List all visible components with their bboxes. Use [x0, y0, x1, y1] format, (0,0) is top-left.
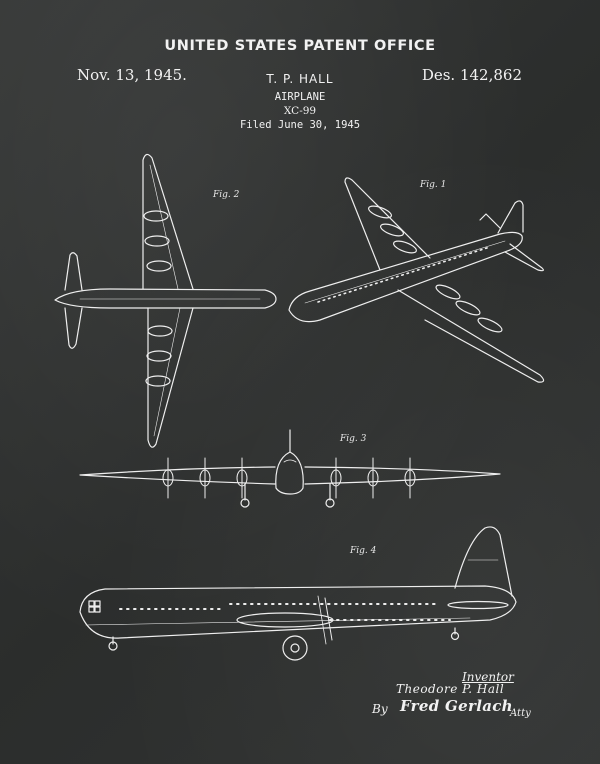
patent-office-title: UNITED STATES PATENT OFFICE	[164, 38, 436, 54]
inventor-signature: Theodore P. Hall	[396, 682, 505, 696]
fig1-perspective-airplane	[288, 177, 545, 383]
fig3-label: Fig. 3	[340, 434, 367, 444]
design-number: Des. 142,862	[421, 66, 522, 84]
fig4-label: Fig. 4	[350, 546, 377, 556]
fig2-top-view-airplane	[54, 153, 277, 448]
subject-title: AIRPLANE	[274, 91, 326, 103]
patent-info-block: T. P. HALL AIRPLANE XC-99 Filed June 30,…	[0, 72, 600, 131]
fig1-label: Fig. 1	[420, 180, 447, 190]
patent-date: Nov. 13, 1945.	[77, 66, 187, 84]
inventor-label: Inventor	[462, 670, 514, 684]
atty-label: Atty	[510, 708, 531, 719]
inventor-name: T. P. HALL	[266, 72, 334, 86]
fig4-side-view-airplane	[79, 526, 517, 661]
attorney-signature: Fred Gerlach	[400, 697, 513, 715]
fig2-label: Fig. 2	[213, 190, 240, 200]
filed-date: Filed June 30, 1945	[239, 119, 361, 131]
fig3-front-view-airplane	[79, 429, 501, 508]
model-number: XC-99	[283, 105, 317, 117]
by-label: By	[372, 702, 388, 716]
